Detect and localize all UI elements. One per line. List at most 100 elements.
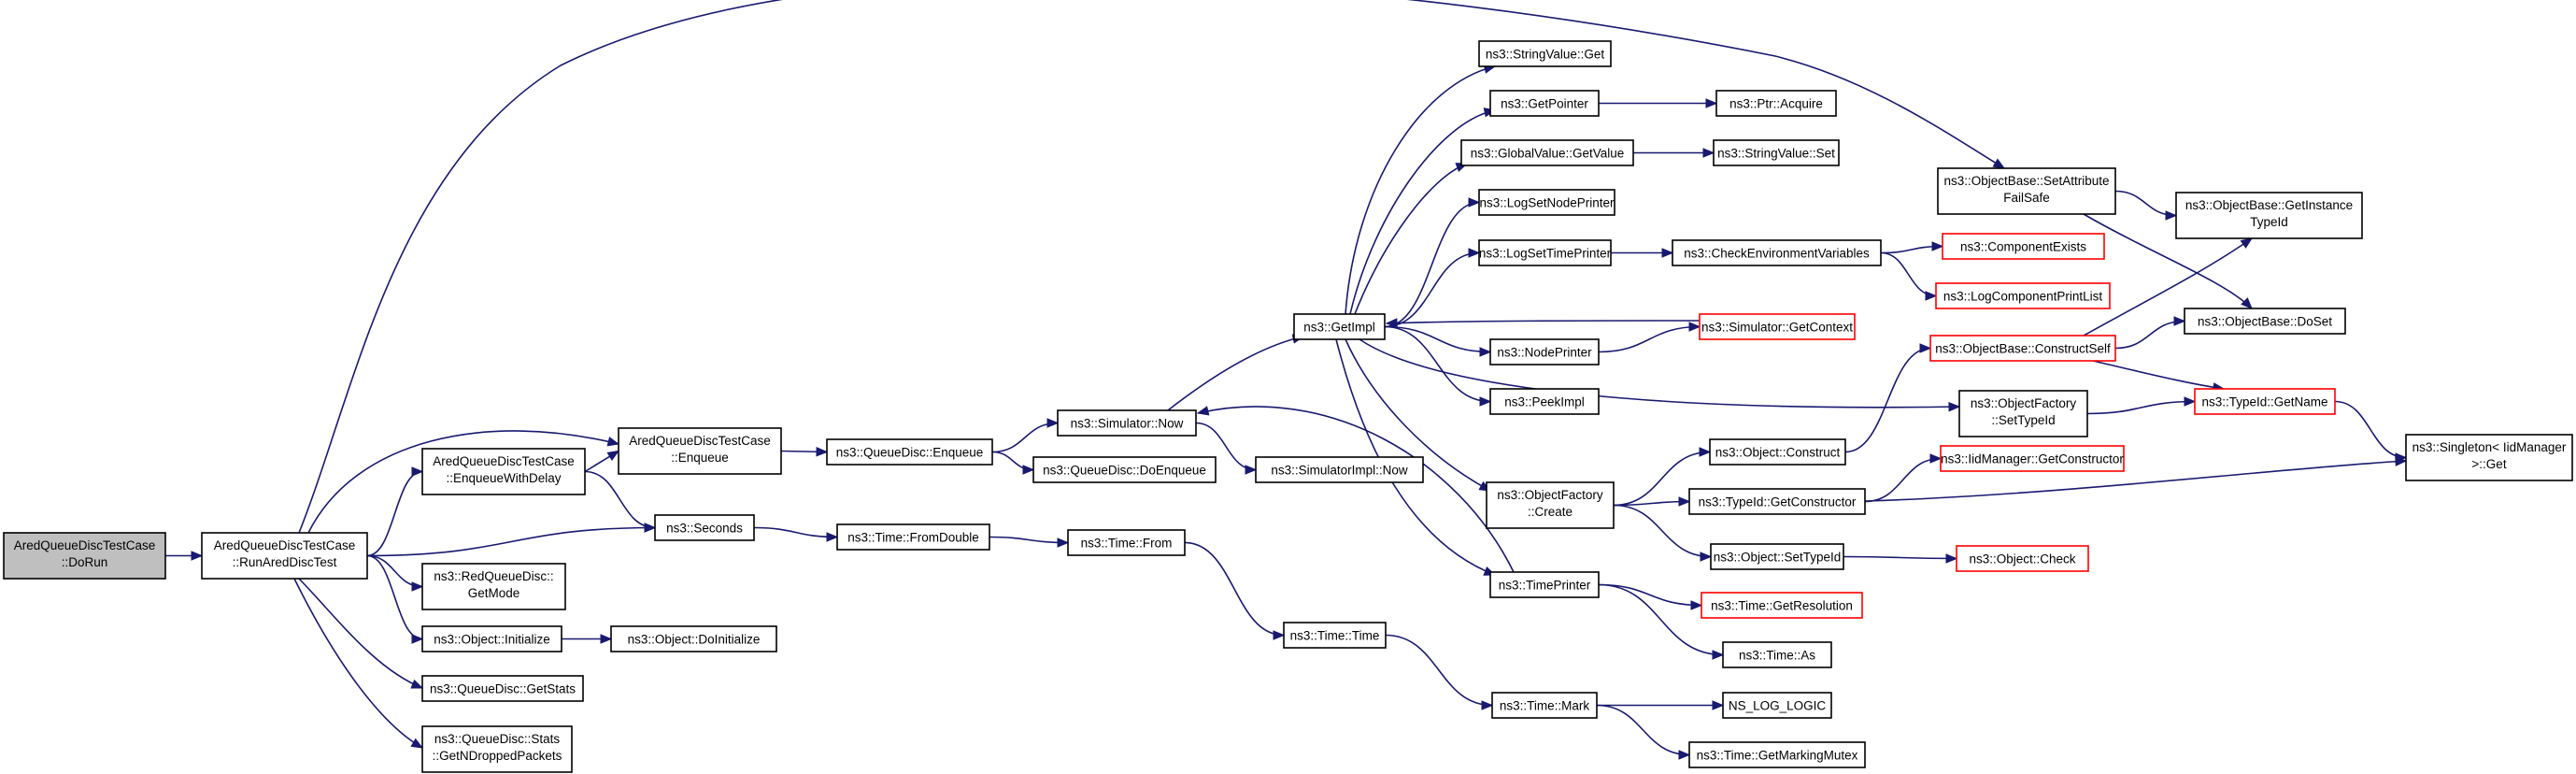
node-n12[interactable]: ns3::Simulator::Now bbox=[1057, 409, 1197, 437]
node-n34[interactable]: ns3::Object::SetTypeId bbox=[1710, 543, 1844, 570]
edge-n10-to-n14 bbox=[989, 536, 1070, 548]
node-n7[interactable]: ns3::QueueDisc::GetStats bbox=[421, 675, 584, 702]
node-n45[interactable]: ns3::Object::Check bbox=[1956, 545, 2089, 572]
node-n31[interactable]: ns3::Simulator::GetContext bbox=[1699, 313, 1856, 340]
node-box bbox=[2405, 434, 2573, 481]
node-n21[interactable]: ns3::LogSetNodePrinter bbox=[1478, 189, 1615, 216]
node-n48[interactable]: ns3::TypeId::GetName bbox=[2194, 388, 2336, 415]
node-n15[interactable]: ns3::SimulatorImpl::Now bbox=[1255, 456, 1424, 483]
node-box bbox=[1067, 529, 1186, 556]
node-n9[interactable]: ns3::QueueDisc::Enqueue bbox=[826, 438, 993, 466]
edge-n9-to-n13 bbox=[991, 451, 1035, 475]
node-n26[interactable]: ns3::TimePrinter bbox=[1489, 571, 1600, 598]
node-n8[interactable]: ns3::QueueDisc::Stats::GetNDroppedPacket… bbox=[421, 725, 573, 773]
node-box bbox=[1478, 189, 1615, 216]
node-box bbox=[1940, 445, 2125, 472]
node-box bbox=[1722, 692, 1832, 719]
node-n28[interactable]: ns3::Ptr::Acquire bbox=[1715, 90, 1837, 117]
edge-n4-to-n10 bbox=[753, 526, 839, 542]
node-label: ns3::QueueDisc::DoEnqueue bbox=[1043, 464, 1206, 478]
node-n36[interactable]: ns3::Time::As bbox=[1722, 641, 1832, 668]
node-n11[interactable]: ns3::Object::DoInitialize bbox=[610, 625, 777, 652]
node-n22[interactable]: ns3::LogSetTimePrinter bbox=[1478, 239, 1612, 266]
edge-n22-to-n30 bbox=[1611, 248, 1674, 258]
node-n41[interactable]: ns3::LogComponentPrintList bbox=[1935, 282, 2111, 309]
node-n25[interactable]: ns3::ObjectFactory::Create bbox=[1486, 481, 1615, 529]
node-label: ns3::ObjectBase::ConstructSelf bbox=[1935, 342, 2111, 356]
node-n40[interactable]: ns3::ComponentExists bbox=[1942, 233, 2105, 260]
node-label: NS_LOG_LOGIC bbox=[1729, 699, 1827, 713]
node-box bbox=[618, 427, 782, 475]
node-label: ::Enqueue bbox=[671, 451, 729, 465]
node-box bbox=[1710, 543, 1844, 570]
node-n27[interactable]: ns3::Time::Mark bbox=[1491, 692, 1598, 719]
node-box bbox=[1699, 313, 1856, 340]
node-label: ns3::NodePrinter bbox=[1497, 346, 1592, 360]
node-box bbox=[1672, 239, 1882, 266]
node-n5[interactable]: ns3::RedQueueDisc::GetMode bbox=[421, 563, 566, 610]
node-n0[interactable]: AredQueueDiscTestCase::DoRun bbox=[3, 532, 166, 580]
node-n1[interactable]: AredQueueDiscTestCase::RunAredDiscTest bbox=[201, 532, 368, 580]
node-box bbox=[1283, 622, 1387, 649]
edge-n16-to-n20 bbox=[1354, 163, 1469, 315]
node-label: ns3::Object::Construct bbox=[1715, 446, 1841, 460]
edge-n1-to-n39 bbox=[298, 0, 2006, 534]
node-n2[interactable]: AredQueueDiscTestCase::EnqueueWithDelay bbox=[421, 448, 586, 495]
node-n10[interactable]: ns3::Time::FromDouble bbox=[836, 523, 990, 551]
node-label: ns3::RedQueueDisc:: bbox=[434, 569, 553, 583]
node-box bbox=[1478, 239, 1612, 266]
node-n47[interactable]: ns3::ObjectBase::DoSet bbox=[2184, 308, 2346, 335]
node-n49[interactable]: ns3::Singleton< IidManager>::Get bbox=[2405, 434, 2573, 481]
node-n17[interactable]: ns3::Time::Time bbox=[1283, 622, 1387, 649]
node-n42[interactable]: ns3::ObjectBase::ConstructSelf bbox=[1929, 335, 2116, 362]
edge-n26-to-n35 bbox=[1598, 583, 1703, 610]
node-label: ns3::Singleton< IidManager bbox=[2412, 440, 2567, 454]
node-label: ns3::Object::Initialize bbox=[434, 633, 550, 647]
node-box bbox=[1956, 545, 2089, 572]
node-label: ns3::ObjectBase::DoSet bbox=[2198, 315, 2332, 329]
node-n13[interactable]: ns3::QueueDisc::DoEnqueue bbox=[1032, 456, 1217, 483]
node-n16[interactable]: ns3::GetImpl bbox=[1293, 313, 1386, 340]
node-n6[interactable]: ns3::Object::Initialize bbox=[421, 625, 562, 652]
edge-n2-to-n4 bbox=[584, 470, 657, 533]
node-n19[interactable]: ns3::GetPointer bbox=[1489, 90, 1600, 117]
node-n24[interactable]: ns3::PeekImpl bbox=[1489, 388, 1600, 415]
node-label: AredQueueDiscTestCase bbox=[214, 538, 356, 552]
node-n32[interactable]: ns3::Object::Construct bbox=[1709, 438, 1846, 466]
node-n29[interactable]: ns3::StringValue::Set bbox=[1713, 139, 1840, 166]
node-label: ns3::Time::Mark bbox=[1500, 699, 1590, 713]
node-label: ns3::LogSetTimePrinter bbox=[1479, 247, 1612, 261]
node-label: ns3::Time::As bbox=[1739, 649, 1815, 663]
node-box bbox=[1489, 90, 1600, 117]
node-n4[interactable]: ns3::Seconds bbox=[654, 514, 755, 541]
node-label: FailSafe bbox=[2003, 191, 2050, 205]
node-label: ns3::QueueDisc::GetStats bbox=[430, 682, 576, 696]
node-n37[interactable]: NS_LOG_LOGIC bbox=[1722, 692, 1832, 719]
node-n30[interactable]: ns3::CheckEnvironmentVariables bbox=[1672, 239, 1882, 266]
node-n35[interactable]: ns3::Time::GetResolution bbox=[1701, 592, 1863, 619]
node-n23[interactable]: ns3::NodePrinter bbox=[1489, 338, 1600, 366]
node-n20[interactable]: ns3::GlobalValue::GetValue bbox=[1460, 139, 1634, 166]
node-label: GetMode bbox=[468, 586, 520, 600]
node-label: ns3::ObjectFactory bbox=[1971, 396, 2077, 410]
edge-n43-to-n48 bbox=[2086, 396, 2197, 415]
node-n14[interactable]: ns3::Time::From bbox=[1067, 529, 1186, 556]
node-box bbox=[610, 625, 777, 652]
node-n43[interactable]: ns3::ObjectFactory::SetTypeId bbox=[1958, 390, 2088, 437]
node-label: ns3::ComponentExists bbox=[1960, 240, 2086, 254]
node-n44[interactable]: ns3::IidManager::GetConstructor bbox=[1940, 445, 2125, 472]
node-n38[interactable]: ns3::Time::GetMarkingMutex bbox=[1688, 741, 1866, 768]
node-label: ns3::ObjectFactory bbox=[1497, 488, 1603, 502]
function-nodes: AredQueueDiscTestCase::DoRun AredQueueDis… bbox=[3, 40, 2573, 773]
node-n33[interactable]: ns3::TypeId::GetConstructor bbox=[1688, 488, 1866, 515]
node-label: ::Create bbox=[1528, 505, 1573, 519]
node-n3[interactable]: AredQueueDiscTestCase::Enqueue bbox=[618, 427, 782, 475]
edge-n48-to-n49 bbox=[2334, 400, 2408, 463]
node-label: ns3::PeekImpl bbox=[1504, 395, 1585, 409]
node-box bbox=[1958, 390, 2088, 437]
node-box bbox=[421, 725, 573, 773]
node-label: ns3::Time::FromDouble bbox=[847, 531, 979, 545]
node-n18[interactable]: ns3::StringValue::Get bbox=[1478, 40, 1612, 67]
